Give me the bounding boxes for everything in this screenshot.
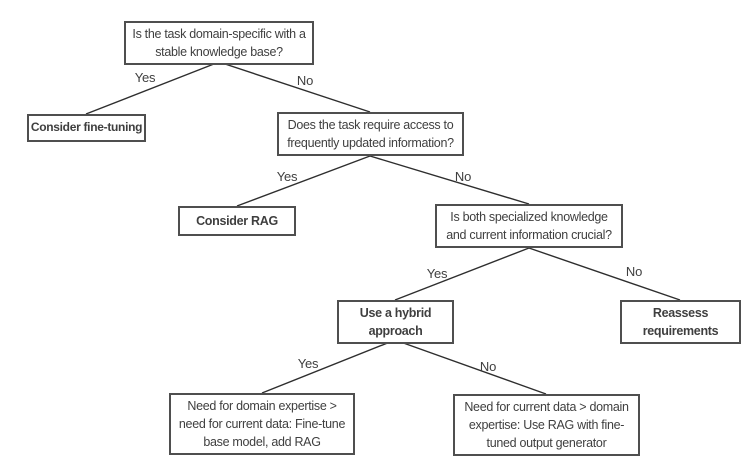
node-question-both-crucial: Is both specialized knowledge and curren…	[435, 204, 623, 249]
edge-label-yes-1: Yes	[134, 70, 156, 85]
edge-label-yes-4: Yes	[297, 356, 319, 371]
edge-line-yes-2	[236, 155, 371, 207]
edge-line-yes-1	[85, 61, 220, 115]
node-hybrid-approach: Use a hybrid approach	[337, 300, 454, 345]
edge-label-no-4: No	[479, 359, 497, 374]
node-outcome-rag-plus-finetune: Need for current data > domain expertise…	[453, 394, 640, 457]
edge-line-yes-3	[394, 247, 530, 301]
edge-line-no-3	[528, 247, 681, 301]
edge-label-yes-2: Yes	[276, 169, 298, 184]
edge-line-no-1	[218, 61, 371, 113]
node-consider-rag: Consider RAG	[178, 206, 296, 236]
edge-label-yes-3: Yes	[426, 266, 448, 281]
edge-line-yes-4	[261, 339, 396, 394]
edge-label-no-1: No	[296, 73, 314, 88]
edge-line-no-4	[394, 339, 547, 395]
edge-line-no-2	[369, 155, 530, 205]
node-outcome-finetune-plus-rag: Need for domain expertise > need for cur…	[169, 393, 355, 456]
edge-label-no-3: No	[625, 264, 643, 279]
node-question-updated-info: Does the task require access to frequent…	[277, 112, 464, 157]
node-question-domain-specific: Is the task domain-specific with a stabl…	[124, 21, 314, 66]
edge-label-no-2: No	[454, 169, 472, 184]
node-consider-fine-tuning: Consider fine-tuning	[27, 114, 146, 142]
node-reassess-requirements: Reassess requirements	[620, 300, 741, 345]
